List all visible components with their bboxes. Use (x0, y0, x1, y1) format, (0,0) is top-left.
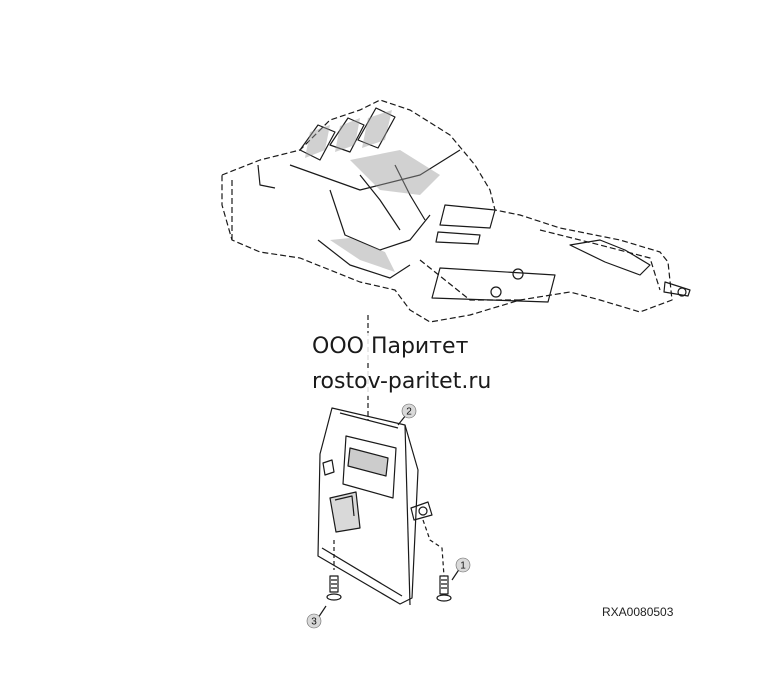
figure-reference: RXA0080503 (602, 605, 674, 619)
callout-2: 2 (401, 403, 417, 419)
callout-3: 3 (306, 613, 322, 629)
console-housing (221, 99, 673, 323)
watermark-site: rostov-paritet.ru (308, 368, 496, 396)
callout-3-label: 3 (311, 617, 317, 628)
callout-1: 1 (455, 557, 471, 573)
callout-1-label: 1 (460, 561, 466, 572)
callout-2-label: 2 (406, 407, 412, 418)
control-lever-ridges (257, 107, 651, 279)
watermark-company: ООО Паритет (308, 333, 473, 361)
screw-left (326, 575, 342, 601)
control-unit (317, 407, 433, 606)
right-bracket (663, 281, 691, 297)
console-shading (305, 110, 440, 272)
screw-right (436, 575, 452, 602)
callout-leader-3 (317, 605, 327, 619)
mounting-plate (431, 267, 556, 303)
screw-leader-line (422, 519, 445, 577)
